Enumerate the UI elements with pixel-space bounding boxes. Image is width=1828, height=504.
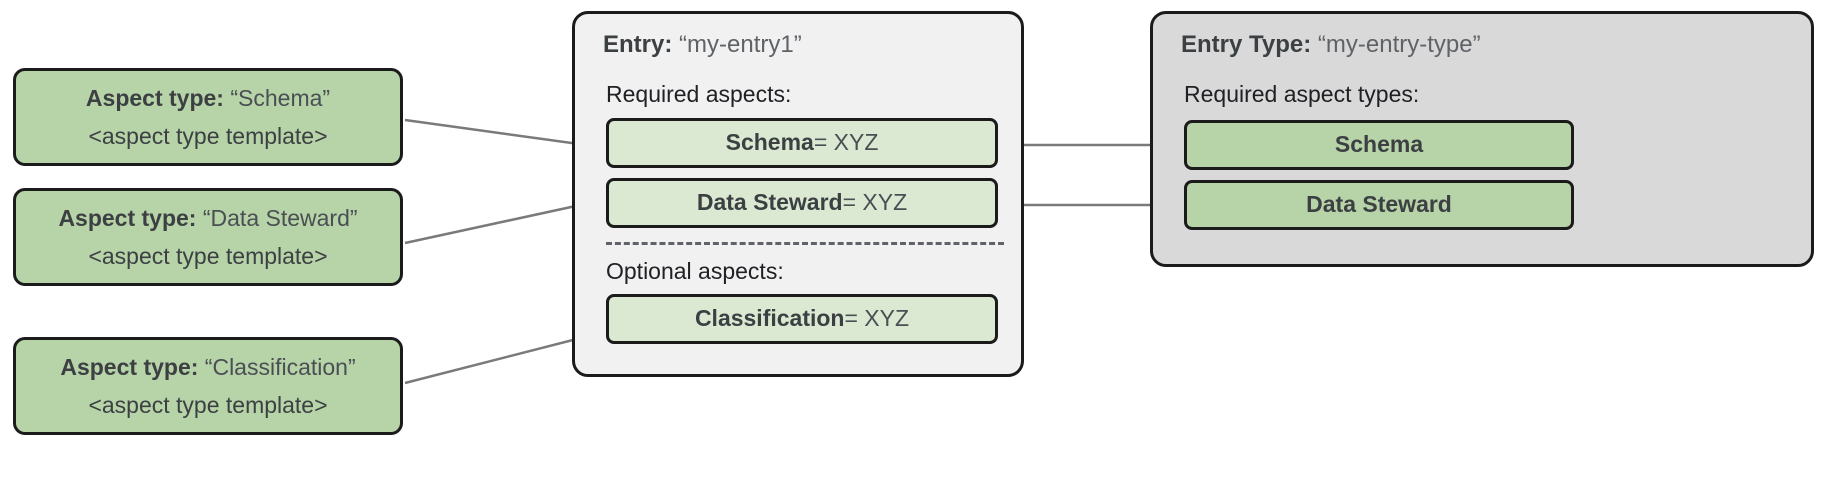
optional-aspects-label: Optional aspects: (606, 257, 784, 284)
optional-aspect-classification[interactable]: Classification = XYZ (606, 293, 998, 344)
aspect-type-title: Aspect type: “Classification” (60, 355, 355, 379)
aspect-assignment: = XYZ (842, 189, 908, 216)
aspect-type-title: Aspect type: “Data Steward” (58, 206, 357, 230)
required-aspect-type-data-steward[interactable]: Data Steward (1184, 179, 1574, 230)
required-aspect-schema[interactable]: Schema = XYZ (606, 117, 998, 168)
aspect-name: Data Steward (696, 189, 843, 216)
required-aspect-type-schema[interactable]: Schema (1184, 119, 1574, 170)
aspect-name: Schema (725, 129, 814, 156)
aspect-type-label: Aspect type: (58, 204, 197, 231)
aspect-type-value: “Schema” (230, 84, 331, 111)
entry-type-panel[interactable]: Entry Type: “my-entry-type” Required asp… (1150, 11, 1814, 267)
entry-title: Entry: “my-entry1” (603, 31, 999, 58)
aspect-assignment: = XYZ (844, 305, 910, 332)
aspect-type-label: Aspect type: (85, 84, 224, 111)
required-optional-divider (606, 241, 1004, 245)
aspect-type-title: Aspect type: “Schema” (86, 86, 330, 110)
entry-title-value: “my-entry1” (679, 31, 802, 58)
aspect-type-card-schema[interactable]: Aspect type: “Schema” <aspect type templ… (13, 68, 403, 166)
aspect-type-value: “Data Steward” (202, 204, 358, 231)
required-aspect-types-label: Required aspect types: (1184, 81, 1420, 108)
aspect-type-card-classification[interactable]: Aspect type: “Classification” <aspect ty… (13, 337, 403, 435)
entry-title-label: Entry: (603, 31, 673, 58)
aspect-type-label: Aspect type: (60, 353, 199, 380)
aspect-type-card-data-steward[interactable]: Aspect type: “Data Steward” <aspect type… (13, 188, 403, 286)
aspect-type-template: <aspect type template> (88, 392, 328, 418)
entry-type-title-value: “my-entry-type” (1317, 31, 1481, 58)
required-aspect-data-steward[interactable]: Data Steward = XYZ (606, 177, 998, 228)
aspect-type-template: <aspect type template> (88, 123, 328, 149)
aspect-name: Classification (694, 305, 845, 332)
entry-type-title: Entry Type: “my-entry-type” (1181, 31, 1789, 58)
aspect-type-value: “Classification” (204, 353, 356, 380)
required-aspects-label: Required aspects: (606, 81, 792, 108)
entry-panel[interactable]: Entry: “my-entry1” Required aspects: Sch… (572, 11, 1024, 377)
aspect-assignment: = XYZ (813, 129, 879, 156)
aspect-type-template: <aspect type template> (88, 243, 328, 269)
entry-type-title-label: Entry Type: (1181, 31, 1312, 58)
